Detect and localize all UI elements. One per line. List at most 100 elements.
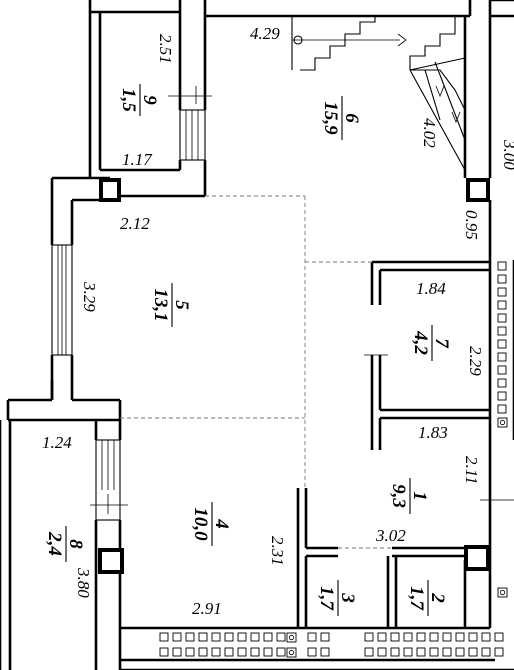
- grille-cell: [263, 632, 273, 642]
- dim-room1-height: 2.11: [462, 456, 481, 485]
- room-label-6: 6 15,9: [320, 96, 362, 140]
- room-3-area: 1,7: [316, 586, 337, 611]
- structural-columns: [98, 178, 490, 574]
- dim-room9-height: 2.51: [156, 34, 175, 64]
- dim-room7-height: 2.29: [466, 346, 485, 376]
- grille-cell: [442, 632, 452, 642]
- grille-cell: [468, 632, 478, 642]
- grille-cell: [159, 647, 169, 657]
- grille-cell: [497, 287, 507, 297]
- grille-cell: [497, 378, 507, 388]
- grille-cell: [237, 632, 247, 642]
- room-1-area: 9,3: [388, 484, 409, 508]
- grille-cell: [442, 647, 452, 657]
- dim-room5-height: 3.29: [80, 281, 99, 312]
- grille-cell: [497, 274, 507, 284]
- grille-cell: [468, 647, 478, 657]
- grille-cell: [497, 404, 507, 414]
- room-7-area: 4,2: [410, 330, 431, 355]
- dim-stair-width: 4.29: [250, 24, 280, 43]
- grille-cell: [276, 632, 286, 642]
- dim-bath-width: 3.02: [375, 526, 406, 545]
- dim-room7-top: 1.84: [416, 279, 446, 298]
- grille-cell: [497, 365, 507, 375]
- grille-cell: [198, 647, 208, 657]
- dim-room9-width: 1.17: [122, 150, 153, 169]
- grille-cell: [416, 632, 426, 642]
- room-label-5: 5 13,1: [150, 283, 192, 327]
- grille-cell: [481, 632, 491, 642]
- column-ne: [466, 178, 490, 202]
- grille-cell: [263, 647, 273, 657]
- grille-cell: [250, 632, 260, 642]
- grille-cell: [429, 647, 439, 657]
- grille-cell: [159, 632, 169, 642]
- dim-room4-bottom: 2.91: [192, 599, 222, 618]
- grille-cell: [497, 261, 507, 271]
- grille-cell: [320, 632, 330, 642]
- room-7-number: 7: [431, 338, 452, 349]
- grille-cell: [390, 647, 400, 657]
- grille-cell: [185, 647, 195, 657]
- grille-cell: [307, 632, 317, 642]
- room-5-number: 5: [171, 300, 192, 310]
- room-label-2: 2 1,7: [406, 580, 448, 616]
- grille-cell: [172, 632, 182, 642]
- grille-cell: [497, 326, 507, 336]
- staircase: [292, 16, 466, 171]
- room-4-number: 4: [211, 518, 232, 529]
- room-2-area: 1,7: [406, 586, 427, 611]
- interior-walls: [291, 16, 490, 628]
- grille-cell: [211, 647, 221, 657]
- room-6-number: 6: [341, 113, 362, 123]
- room-5-area: 13,1: [150, 288, 171, 321]
- grille-cell: [237, 647, 247, 657]
- room-label-3: 3 1,7: [316, 580, 358, 616]
- grille-cell: [307, 647, 317, 657]
- grille-cell: [224, 632, 234, 642]
- grille-cell: [497, 391, 507, 401]
- dim-room4-height: 2.31: [268, 536, 287, 566]
- room-6-area: 15,9: [320, 101, 341, 135]
- grille-cell: [185, 632, 195, 642]
- grille-cell: [403, 647, 413, 657]
- grille-cell: [416, 647, 426, 657]
- grille-cell: [494, 647, 504, 657]
- door-openings: [90, 86, 514, 514]
- windows: [51, 109, 206, 521]
- room-8-number: 8: [65, 539, 86, 549]
- grille-cell: [497, 352, 507, 362]
- grille-cell: [497, 300, 507, 310]
- column-w: [98, 548, 124, 574]
- dim-room5-top: 2.12: [120, 214, 150, 233]
- dim-room8-height: 3.80: [74, 567, 93, 598]
- column-nw: [99, 178, 121, 202]
- south-grille: [159, 632, 504, 657]
- grille-cell: [198, 632, 208, 642]
- room-9-area: 1,5: [118, 88, 139, 112]
- grille-cell: [429, 632, 439, 642]
- room-2-number: 2: [427, 592, 448, 603]
- room-label-1: 1 9,3: [388, 478, 430, 514]
- dim-room7-bottom: 1.83: [418, 423, 448, 442]
- grille-cell: [224, 647, 234, 657]
- grille-cell: [364, 632, 374, 642]
- dim-east-gap: 0.95: [462, 210, 481, 240]
- grille-cell: [455, 647, 465, 657]
- grille-cell: [276, 647, 286, 657]
- room-label-7: 7 4,2: [410, 325, 452, 361]
- socket-icon: [286, 417, 508, 658]
- grille-cell: [390, 632, 400, 642]
- room-label-8: 8 2,4: [44, 526, 86, 562]
- dim-room8-top: 1.24: [42, 433, 72, 452]
- room-label-4: 4 10,0: [190, 502, 232, 546]
- room-4-area: 10,0: [190, 507, 211, 541]
- grille-cell: [377, 632, 387, 642]
- zone-lines: [120, 195, 392, 549]
- grille-cell: [494, 632, 504, 642]
- grille-cell: [403, 632, 413, 642]
- grille-cell: [497, 313, 507, 323]
- grille-cell: [497, 339, 507, 349]
- grille-cell: [377, 647, 387, 657]
- grille-cell: [172, 647, 182, 657]
